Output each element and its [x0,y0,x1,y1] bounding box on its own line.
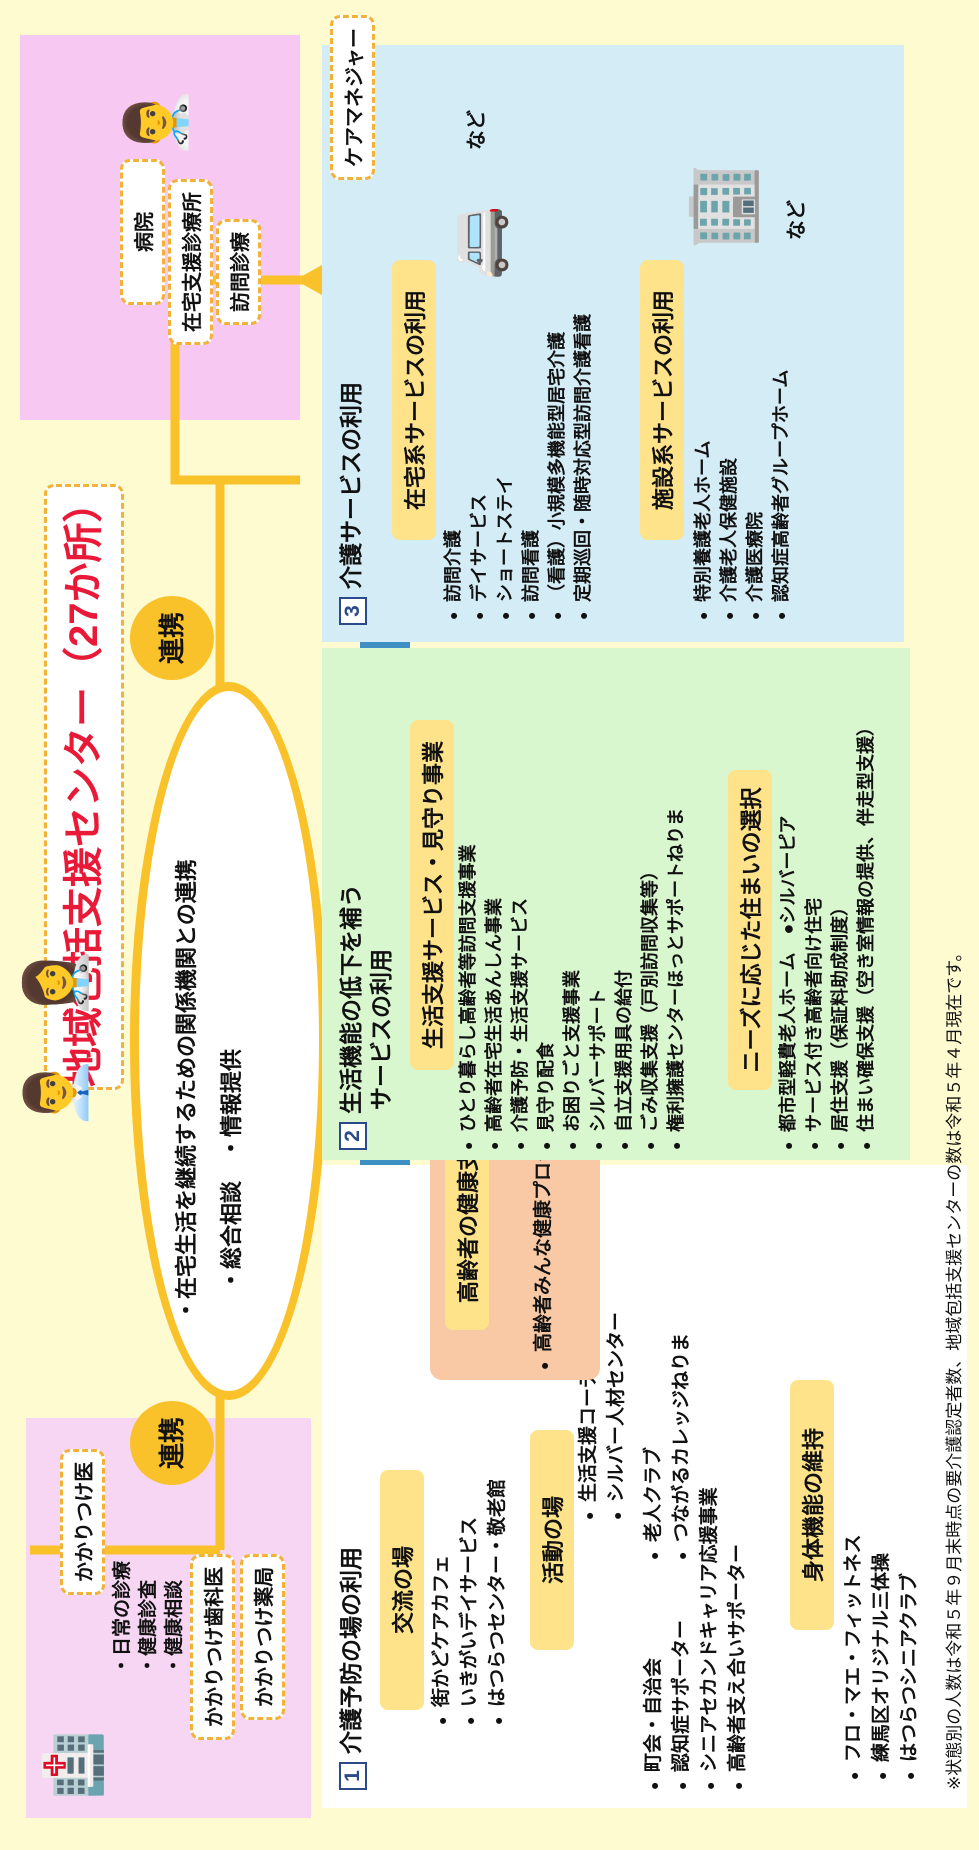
list-item: 介護予防・生活支援サービス [507,808,533,1150]
koryu-label: 交流の場 [380,1470,424,1710]
zaitaku-clinic-box: 在宅支援診療所 [168,179,213,345]
list-item: 住まい確保支援（空き室情報の提供、伴走型支援） [853,718,879,1150]
shisetsu-nado: など [786,200,808,240]
van-icon: 🚐 [442,205,509,280]
katsudo-label: 活動の場 [530,1430,574,1650]
renkei-badge-right: 連携 [130,596,214,680]
section1-title: 1 介護予防の場の利用 [332,1547,367,1790]
list-item: シルバーサポート [585,808,611,1150]
list-item: 老人クラブ [640,1333,668,1560]
shintai-list: フロ・マエ・フィットネス 練馬区オリジナル三体操 はつらつシニアクラブ [840,1534,924,1780]
section3-title: 3 介護サービスの利用 [332,382,367,625]
list-item: 街かどケアカフェ [428,1479,456,1725]
list-item: ごみ収集支援（戸別訪問収集等） [637,808,663,1150]
kakaritsuke-item: ・日常の診療 [112,1560,133,1675]
list-item: デイサービス [466,314,492,620]
section2-number: 2 [338,1122,367,1150]
list-item: 権利擁護センターほっとサポートねりま [663,808,689,1150]
byoin-box: 病院 [120,159,165,305]
shisetsu-list: 特別養護老人ホーム 介護老人保健施設 介護医療院 認知症高齢者グループホーム [690,370,794,620]
person-icon: 👨‍💼 [22,1055,89,1130]
list-item: 見守り配食 [533,808,559,1150]
list-item: はつらつシニアクラブ [896,1534,924,1780]
facility-building-icon: 🏢 [681,162,759,250]
list-item: 介護老人保健施設 [716,370,742,620]
seikatsu-label: 生活支援サービス・見守り事業 [410,720,454,1070]
list-item: つながるカレッジねりま [668,1333,696,1560]
care-link-head [295,265,322,295]
list-item: 練馬区オリジナル三体操 [868,1534,896,1780]
list-item: 訪問介護 [440,314,466,620]
list-item: サービス付き高齢者向け住宅 [801,718,827,1150]
kakaritsuke-i-items: ・日常の診療 ・健康診査 ・健康相談 [110,1561,188,1675]
list-item: 高齢者在宅生活あんしん事業 [481,808,507,1150]
kakaritsuke-item: ・健康相談 [164,1579,185,1675]
list-item: ひとり暮らし高齢者等訪問支援事業 [455,808,481,1150]
list-item: シニアセカンドキャリア応援事業 [696,1487,724,1790]
section1-number: 1 [338,1762,367,1790]
list-item: 介護医療院 [742,370,768,620]
list-item: フロ・マエ・フィットネス [840,1534,868,1780]
person-icon: 👩‍⚕️ [22,945,89,1020]
seikatsu-list: ひとり暮らし高齢者等訪問支援事業 高齢者在宅生活あんしん事業 介護予防・生活支援… [455,808,689,1150]
list-item: 都市型軽費老人ホーム ●シルバーピア [775,718,801,1150]
list-item: 自立支援用具の給付 [611,808,637,1150]
list-item: 定期巡回・随時対応型訪問介護看護 [570,314,596,620]
section2-title-line1: 生活機能の低下を補う [338,884,364,1114]
list-item: お困りごと支援事業 [559,808,585,1150]
section3-title-text: 介護サービスの利用 [338,382,364,589]
doctor-icon: 👨‍⚕️ [122,85,189,160]
shika-box: かかりつけ歯科医 [190,1553,235,1740]
list-item: 認知症高齢者グループホーム [768,370,794,620]
section1-title-text: 介護予防の場の利用 [338,1547,364,1754]
list-item: 訪問看護 [518,314,544,620]
zaitaku-nado: など [466,110,488,150]
ellipse-line1: ・在宅生活を継続するための関係機関との連携 [174,859,199,1321]
list-item: （看護）小規模多機能型居宅介護 [544,314,570,620]
zaitaku-label: 在宅系サービスの利用 [392,260,436,540]
building-icon: 🏥 [41,1730,104,1800]
caremanager-box: ケアマネジャー [330,15,375,180]
yakkyoku-box: かかりつけ薬局 [240,1553,285,1720]
list-item: ショートステイ [492,314,518,620]
ellipse-line2: ・総合相談 ・情報提供 [219,1048,244,1291]
list-item: 特別養護老人ホーム [690,370,716,620]
center-ellipse: ・在宅生活を継続するための関係機関との連携 ・総合相談 ・情報提供 [130,682,328,1400]
sumai-label: ニーズに応じた住まいの選択 [728,770,772,1090]
section2-title-line2: サービスの利用 [368,949,394,1110]
list-item: はつらつセンター・敬老館 [484,1479,512,1725]
sumai-list: 都市型軽費老人ホーム ●シルバーピア サービス付き高齢者向け住宅 居住支援（保証… [775,718,879,1150]
list-item: いきがいデイサービス [456,1479,484,1725]
houmon-box: 訪問診療 [216,219,261,325]
renkei-badge-left: 連携 [130,1401,214,1485]
shintai-label: 身体機能の維持 [790,1380,834,1630]
kakaritsuke-item: ・健康診査 [138,1579,159,1675]
koryu-list: 街かどケアカフェ いきがいデイサービス はつらつセンター・敬老館 [428,1479,512,1725]
list-item: 高齢者支え合いサポーター [724,1487,752,1790]
list-item: 居住支援（保証料助成制度） [827,718,853,1150]
section3-number: 3 [338,597,367,625]
katsudo-list-c: 老人クラブ つながるカレッジねりま [640,1333,696,1560]
shisetsu-label: 施設系サービスの利用 [640,260,684,540]
list-item: シルバー人材センター [603,1275,631,1520]
zaitaku-list: 訪問介護 デイサービス ショートステイ 訪問看護 （看護）小規模多機能型居宅介護… [440,314,596,620]
kakaritsuke-i-box: かかりつけ医 [60,1448,105,1595]
footnote: ※状態別の人数は令和５年９月末時点の要介護認定者数、地域包括支援センターの数は令… [945,944,964,1790]
